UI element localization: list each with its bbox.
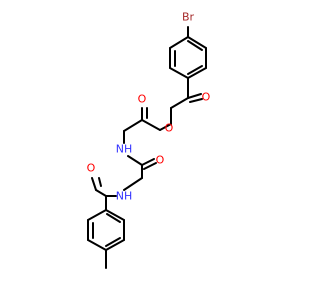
bond — [187, 65, 203, 75]
ester-carbonyl-oxygen-label: O — [138, 93, 147, 106]
bond — [105, 237, 121, 247]
bromine-label: Br — [182, 11, 195, 24]
bond — [189, 98, 203, 103]
bond — [170, 97, 189, 109]
bond — [123, 177, 143, 191]
molecule-structure: Br O O O NH O NH O — [87, 11, 211, 269]
bond — [106, 213, 121, 223]
bond — [105, 239, 125, 251]
bond — [141, 119, 161, 131]
ester-oxygen-label: O — [165, 122, 174, 135]
ketone-oxygen-label: O — [202, 91, 211, 104]
bond — [187, 67, 207, 79]
amide-nh-label: NH — [116, 190, 133, 203]
bond — [143, 162, 157, 170]
bond — [141, 158, 155, 166]
bond — [187, 36, 207, 49]
bond — [87, 209, 107, 221]
bonds — [87, 26, 207, 269]
bond — [98, 177, 102, 187]
atom-labels: Br O O O NH O NH O — [87, 11, 211, 203]
bond — [187, 40, 203, 51]
bond — [169, 67, 189, 79]
bond — [87, 239, 107, 251]
bond — [169, 36, 189, 49]
amide-nh-label: NH — [116, 143, 133, 156]
bond — [105, 209, 125, 221]
bond — [91, 177, 97, 191]
amide-carbonyl-oxygen-label: O — [87, 162, 96, 175]
bond — [159, 123, 172, 131]
bond — [95, 189, 107, 197]
bond — [123, 119, 143, 132]
amide-carbonyl-oxygen-label: O — [156, 154, 165, 167]
bond — [127, 155, 143, 166]
bond — [187, 93, 202, 99]
